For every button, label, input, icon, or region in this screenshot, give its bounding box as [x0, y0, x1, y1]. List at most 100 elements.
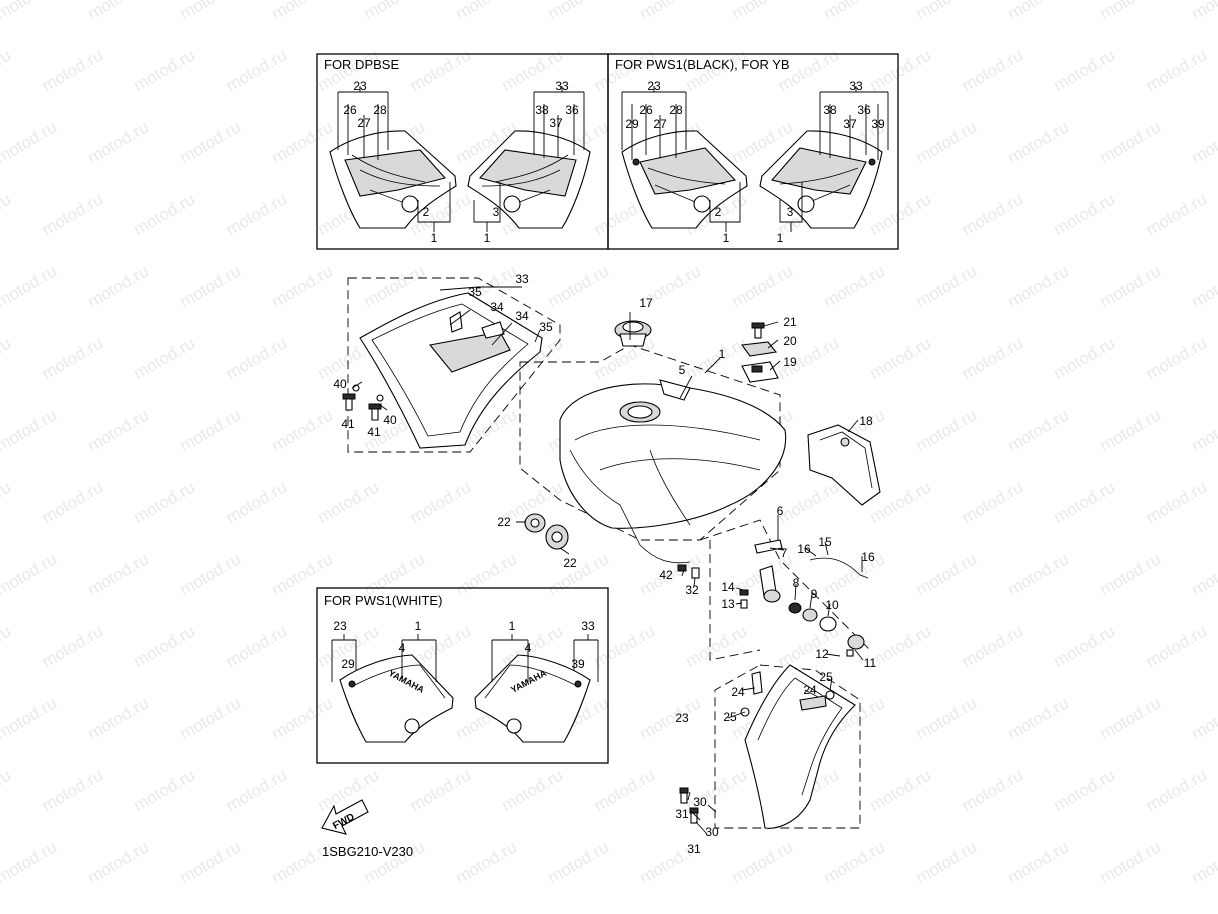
callout-37: 37 [843, 117, 857, 131]
watermark-text: motod.ru [39, 765, 107, 815]
cover-18 [807, 424, 881, 506]
watermark-text: motod.ru [683, 333, 751, 383]
callout-41: 41 [367, 425, 381, 439]
watermark-text: motod.ru [453, 549, 521, 599]
watermark-text: motod.ru [39, 909, 107, 914]
watermark-text: motod.ru [269, 405, 337, 455]
watermark-text: motod.ru [1143, 621, 1211, 671]
watermark-text: motod.ru [959, 333, 1027, 383]
damper-22-a [524, 513, 546, 533]
watermark-text: motod.ru [1097, 837, 1165, 887]
watermark-text: motod.ru [821, 0, 889, 23]
watermark-text: motod.ru [177, 549, 245, 599]
callout-37: 37 [549, 116, 563, 130]
watermark-text: motod.ru [223, 45, 291, 95]
watermark-text: motod.ru [177, 0, 245, 23]
watermark-text: motod.ru [1051, 477, 1119, 527]
bolts-30-31 [679, 787, 699, 824]
watermark-text: motod.ru [85, 837, 153, 887]
watermark-text: motod.ru [1143, 189, 1211, 239]
callout-24: 24 [731, 685, 745, 699]
watermark-text: motod.ru [821, 837, 889, 887]
watermark-text: motod.ru [913, 261, 981, 311]
callout-16: 16 [861, 550, 875, 564]
watermark-text: motod.ru [407, 909, 475, 914]
watermark-text: motod.ru [591, 621, 659, 671]
callout-33: 33 [515, 272, 529, 286]
watermark-text: motod.ru [223, 621, 291, 671]
watermark-text: motod.ru [223, 909, 291, 914]
callout-3: 3 [787, 205, 794, 219]
watermark-text: motod.ru [39, 621, 107, 671]
watermark-text: motod.ru [407, 765, 475, 815]
callout-1: 1 [509, 619, 516, 633]
watermark-text: motod.ru [775, 909, 843, 914]
watermark-text: motod.ru [453, 0, 521, 23]
watermark-text: motod.ru [867, 333, 935, 383]
callout-38: 38 [823, 103, 837, 117]
watermark-text: motod.ru [545, 837, 613, 887]
watermark-text: motod.ru [1097, 0, 1165, 23]
watermark-text: motod.ru [591, 765, 659, 815]
callout-4: 4 [525, 641, 532, 655]
watermark-text: motod.ru [1189, 261, 1218, 311]
callout-40: 40 [333, 377, 347, 391]
watermark-text: motod.ru [85, 0, 153, 23]
watermark-text: motod.ru [1005, 117, 1073, 167]
watermark-text: motod.ru [223, 477, 291, 527]
watermark-text: motod.ru [1005, 693, 1073, 743]
callout-36: 36 [857, 103, 871, 117]
watermark-text: motod.ru [269, 549, 337, 599]
callout-17: 17 [639, 296, 653, 310]
fuel-cap [614, 320, 652, 347]
watermark-text: motod.ru [1097, 549, 1165, 599]
watermark-text: motod.ru [959, 45, 1027, 95]
watermark-text: motod.ru [637, 0, 705, 23]
watermark-text: motod.ru [39, 45, 107, 95]
watermark-text: motod.ru [85, 405, 153, 455]
watermark-text: motod.ru [0, 477, 14, 527]
callout-28: 28 [669, 103, 683, 117]
watermark-text: motod.ru [223, 189, 291, 239]
callout-29: 29 [625, 117, 639, 131]
watermark-text: motod.ru [499, 909, 567, 914]
watermark-text: motod.ru [223, 765, 291, 815]
watermark-text: motod.ru [959, 909, 1027, 914]
watermark-text: motod.ru [867, 189, 935, 239]
watermark-text: motod.ru [913, 405, 981, 455]
watermark-text: motod.ru [39, 189, 107, 239]
watermark-text: motod.ru [1051, 765, 1119, 815]
fuel-tank-frame [519, 344, 781, 541]
side-cover-right-main [359, 292, 543, 449]
watermark-text: motod.ru [269, 0, 337, 23]
callout-5: 5 [679, 363, 686, 377]
callout-22: 22 [497, 515, 511, 529]
callout-1: 1 [723, 231, 730, 245]
watermark-text: motod.ru [177, 261, 245, 311]
watermark-text: motod.ru [39, 333, 107, 383]
watermark-text: motod.ru [1005, 837, 1073, 887]
callout-14: 14 [721, 580, 735, 594]
watermark-text: motod.ru [1143, 909, 1211, 914]
callout-39: 39 [571, 657, 585, 671]
watermark-text: motod.ru [0, 333, 14, 383]
watermark-text: motod.ru [913, 693, 981, 743]
callout-12: 12 [815, 647, 829, 661]
callout-24: 24 [803, 683, 817, 697]
watermark-text: motod.ru [0, 621, 14, 671]
callout-38: 38 [535, 103, 549, 117]
watermark-text: motod.ru [0, 837, 60, 887]
watermark-text: motod.ru [453, 837, 521, 887]
watermark-text: motod.ru [177, 405, 245, 455]
watermark-text: motod.ru [0, 117, 60, 167]
watermark-text: motod.ru [867, 765, 935, 815]
watermark-text: motod.ru [1051, 45, 1119, 95]
watermark-text: motod.ru [315, 909, 383, 914]
section-title-dpbse: FOR DPBSE [324, 57, 399, 72]
fuel-tank [559, 379, 787, 564]
watermark-text: motod.ru [1005, 261, 1073, 311]
watermark-text: motod.ru [39, 477, 107, 527]
watermark-text: motod.ru [913, 549, 981, 599]
watermark-text: motod.ru [269, 693, 337, 743]
callout-35: 35 [468, 285, 482, 299]
